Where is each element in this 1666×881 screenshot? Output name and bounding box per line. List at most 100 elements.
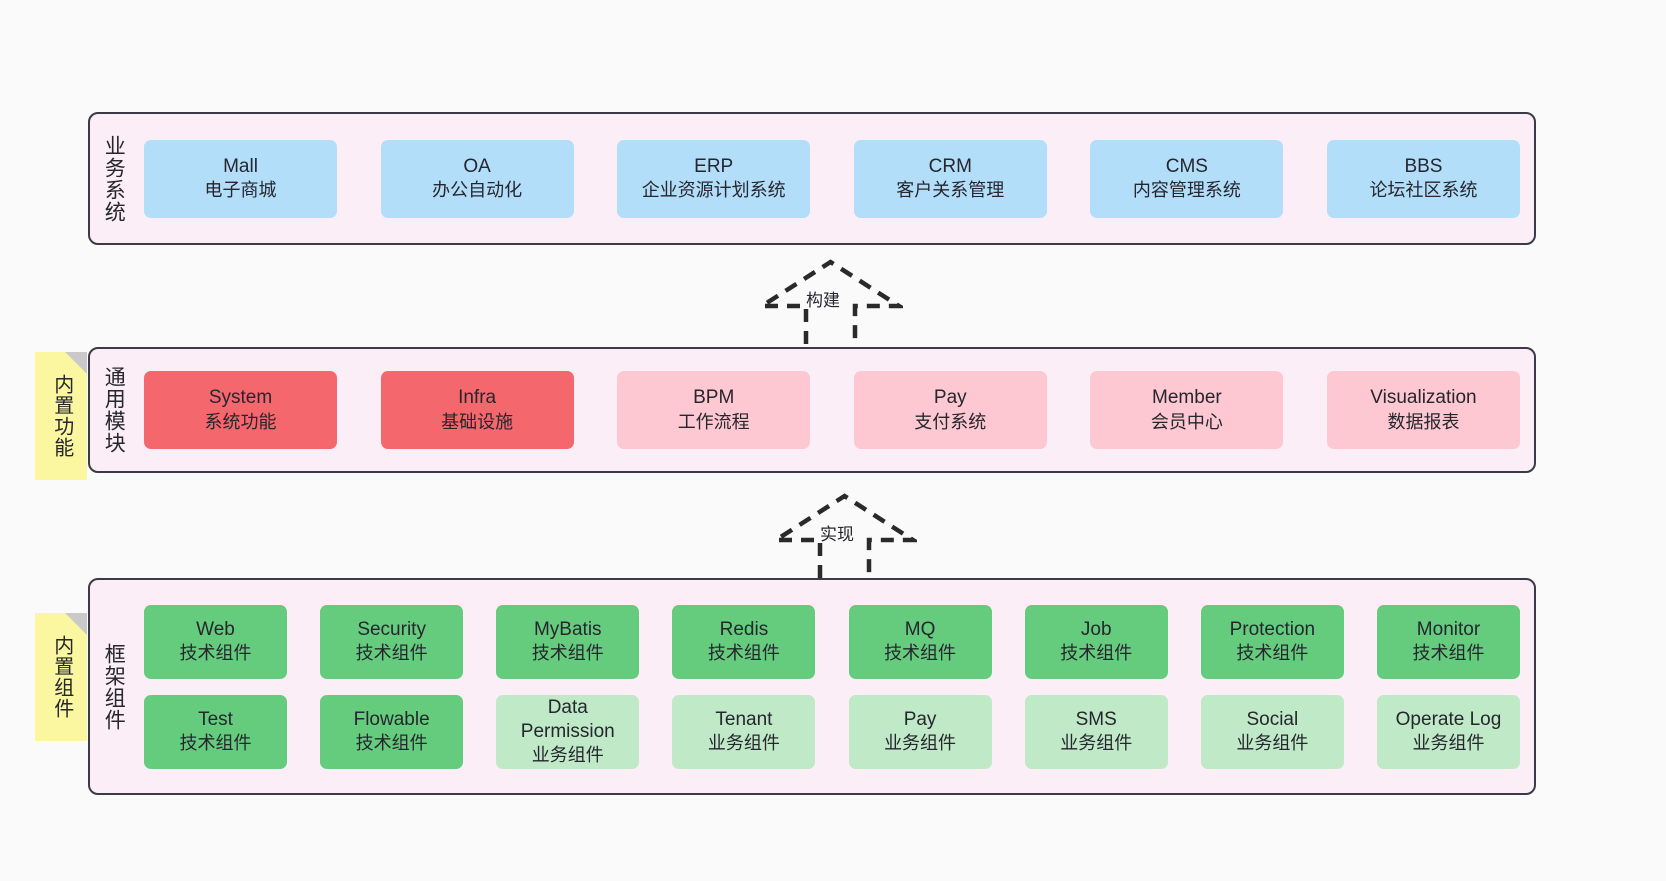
node-cms[interactable]: CMS 内容管理系统	[1090, 139, 1284, 218]
connector-implement-label: 实现	[820, 525, 854, 544]
node-title-cn: 技术组件	[531, 643, 604, 664]
node-title-cn: 企业资源计划系统	[641, 180, 786, 201]
node-mybatis[interactable]: MyBatis 技术组件	[496, 604, 640, 679]
node-title-cn: 基础设施	[441, 411, 514, 432]
box-row-tech-components: Web 技术组件 Security 技术组件 MyBatis 技术组件 Redi…	[144, 604, 1520, 679]
node-mq[interactable]: MQ 技术组件	[848, 604, 992, 679]
node-tenant[interactable]: Tenant 业务组件	[672, 694, 816, 769]
node-title-en: System	[208, 387, 273, 409]
implement-arrow-icon	[768, 493, 921, 578]
node-title-en: Web	[196, 618, 235, 640]
node-title-en: Data Permission	[520, 696, 615, 742]
build-arrow-icon	[754, 259, 907, 344]
node-mall[interactable]: Mall 电子商城	[144, 139, 337, 218]
node-title-en: Monitor	[1416, 618, 1481, 640]
box-row-business-components: Test 技术组件 Flowable 技术组件 Data Permission …	[144, 694, 1520, 769]
layer-panel-business-system: 业务系统 Mall 电子商城 OA 办公自动化 ERP 企业资源计划系统 CRM…	[88, 112, 1536, 245]
connector-implement: 实现	[768, 492, 921, 578]
node-monitor[interactable]: Monitor 技术组件	[1376, 604, 1520, 679]
layer-panel-framework-component: 框架组件 Web 技术组件 Security 技术组件 MyBatis 技术组件…	[88, 578, 1536, 795]
node-title-en: Operate Log	[1395, 708, 1502, 730]
sticky-note-builtin-component: 内置组件	[35, 613, 87, 741]
node-social[interactable]: Social 业务组件	[1200, 694, 1344, 769]
node-title-cn: 技术组件	[355, 643, 428, 664]
node-title-en: Pay	[903, 708, 937, 730]
sticky-note-label: 内置组件	[50, 635, 73, 719]
node-title-cn: 技术组件	[1060, 643, 1133, 664]
node-title-cn: 技术组件	[884, 643, 957, 664]
node-sms[interactable]: SMS 业务组件	[1024, 694, 1168, 769]
node-title-en: Redis	[719, 618, 769, 640]
node-title-en: Test	[198, 708, 233, 730]
node-visualization[interactable]: Visualization 数据报表	[1326, 371, 1520, 449]
node-protection[interactable]: Protection 技术组件	[1200, 604, 1344, 679]
node-title-en: Mall	[223, 155, 258, 177]
layer-body-business-system: Mall 电子商城 OA 办公自动化 ERP 企业资源计划系统 CRM 客户关系…	[136, 114, 1534, 243]
node-title-cn: 技术组件	[179, 733, 252, 754]
node-system[interactable]: System 系统功能	[144, 371, 337, 449]
layer-body-framework-component: Web 技术组件 Security 技术组件 MyBatis 技术组件 Redi…	[136, 580, 1534, 793]
node-title-cn: 客户关系管理	[896, 180, 1005, 201]
node-title-en: CRM	[928, 155, 972, 177]
node-redis[interactable]: Redis 技术组件	[672, 604, 816, 679]
node-bpm[interactable]: BPM 工作流程	[617, 371, 811, 449]
node-erp[interactable]: ERP 企业资源计划系统	[617, 139, 811, 218]
node-flowable[interactable]: Flowable 技术组件	[320, 694, 464, 769]
node-test[interactable]: Test 技术组件	[144, 694, 287, 769]
node-title-en: ERP	[694, 155, 734, 177]
node-title-cn: 技术组件	[1412, 643, 1485, 664]
node-data-permission[interactable]: Data Permission 业务组件	[496, 694, 640, 769]
node-crm[interactable]: CRM 客户关系管理	[853, 139, 1047, 218]
node-title-en: Flowable	[353, 708, 430, 730]
node-title-cn: 支付系统	[914, 411, 987, 432]
node-title-en: Visualization	[1370, 387, 1477, 409]
node-web[interactable]: Web 技术组件	[144, 604, 287, 679]
node-title-cn: 技术组件	[179, 643, 252, 664]
node-member[interactable]: Member 会员中心	[1090, 371, 1284, 449]
node-title-en: Job	[1080, 618, 1112, 640]
layer-title-framework-component: 框架组件	[102, 642, 126, 731]
node-title-cn: 数据报表	[1387, 411, 1460, 432]
node-title-cn: 电子商城	[204, 180, 277, 201]
node-infra[interactable]: Infra 基础设施	[380, 371, 574, 449]
node-pay-module[interactable]: Pay 支付系统	[853, 371, 1047, 449]
node-operate-log[interactable]: Operate Log 业务组件	[1376, 694, 1520, 769]
node-title-en: CMS	[1165, 155, 1208, 177]
layer-title-common-module: 通用模块	[102, 366, 126, 454]
sticky-fold-corner-icon	[65, 613, 87, 635]
node-title-en: OA	[463, 155, 491, 177]
node-title-cn: 业务组件	[884, 733, 957, 754]
node-title-cn: 会员中心	[1150, 411, 1223, 432]
node-title-en: Security	[357, 618, 426, 640]
node-pay-component[interactable]: Pay 业务组件	[848, 694, 992, 769]
node-title-en: Infra	[458, 387, 497, 409]
box-row-common-module: System 系统功能 Infra 基础设施 BPM 工作流程 Pay 支付系统…	[144, 371, 1520, 449]
node-title-en: Protection	[1229, 618, 1316, 640]
node-security[interactable]: Security 技术组件	[320, 604, 464, 679]
node-title-en: BBS	[1404, 155, 1443, 177]
node-title-cn: 技术组件	[355, 733, 428, 754]
node-title-cn: 内容管理系统	[1132, 180, 1241, 201]
node-title-en: MQ	[904, 618, 936, 640]
node-bbs[interactable]: BBS 论坛社区系统	[1326, 139, 1520, 218]
node-title-cn: 工作流程	[677, 411, 750, 432]
node-title-cn: 办公自动化	[432, 180, 523, 201]
box-row-business-system: Mall 电子商城 OA 办公自动化 ERP 企业资源计划系统 CRM 客户关系…	[144, 139, 1520, 218]
node-title-cn: 业务组件	[1236, 733, 1309, 754]
node-title-cn: 业务组件	[707, 733, 780, 754]
node-title-en: SMS	[1075, 708, 1117, 730]
node-title-en: MyBatis	[533, 618, 602, 640]
node-job[interactable]: Job 技术组件	[1024, 604, 1168, 679]
node-title-cn: 业务组件	[1060, 733, 1133, 754]
node-title-en: Member	[1152, 387, 1222, 409]
node-title-cn: 论坛社区系统	[1369, 180, 1478, 201]
node-title-en: Social	[1246, 708, 1299, 730]
node-title-cn: 技术组件	[707, 643, 780, 664]
node-title-cn: 业务组件	[1412, 733, 1485, 754]
node-title-en: BPM	[693, 387, 735, 409]
node-oa[interactable]: OA 办公自动化	[380, 139, 574, 218]
layer-panel-common-module: 通用模块 System 系统功能 Infra 基础设施 BPM 工作流程 Pay…	[88, 347, 1536, 473]
layer-title-business-system: 业务系统	[102, 134, 126, 223]
node-title-cn: 业务组件	[531, 745, 604, 766]
